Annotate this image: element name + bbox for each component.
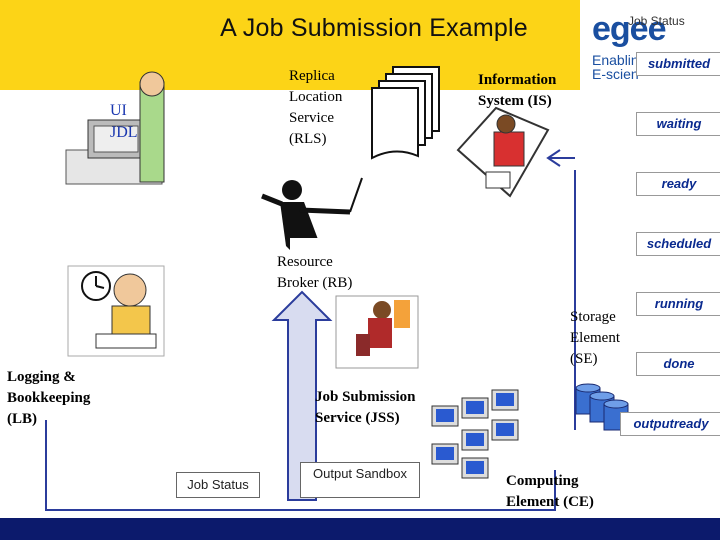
egee-logo: egee [592,10,666,48]
state-ready: ready [636,172,720,196]
state-outputready: outputready [620,412,720,436]
output-sandbox-box: Output Sandbox [300,462,420,498]
state-waiting: waiting [636,112,720,136]
ce-label: Computing Element (CE) [506,473,594,510]
job-status-box: Job Status [176,472,260,498]
lb-label: Logging & Bookkeeping (LB) [7,369,91,427]
is-label: Information System (IS) [478,72,557,109]
ui-person-icon [65,71,165,185]
ce-computers-icon [431,389,519,479]
page-title-wrap: A Job Submission Example [0,14,720,43]
ui-jdl-label: UI JDL [110,102,138,141]
logo-subtitle-1: Enablin [592,52,639,68]
lb-to-ce-connector [45,420,556,511]
header-band [0,0,580,90]
state-running: running [636,292,720,316]
lb-person-icon [67,265,165,357]
state-scheduled: scheduled [636,232,720,256]
state-submitted: submitted [636,52,720,76]
rb-conductor-icon [261,177,363,256]
is-person-icon [456,106,550,198]
rls-label: Replica Location Service (RLS) [289,68,343,147]
rls-documents-icon [371,66,440,160]
state-done: done [636,352,720,376]
page-title: A Job Submission Example [220,14,528,42]
jss-person-icon [335,295,419,369]
logo-subtitle-2: E-scien [592,66,639,82]
bottom-bar [0,518,720,540]
rb-label: Resource Broker (RB) [277,254,353,291]
se-label: Storage Element (SE) [570,309,620,367]
job-status-caption: Job Status [628,14,685,28]
jss-label: Job Submission Service (JSS) [315,389,416,426]
